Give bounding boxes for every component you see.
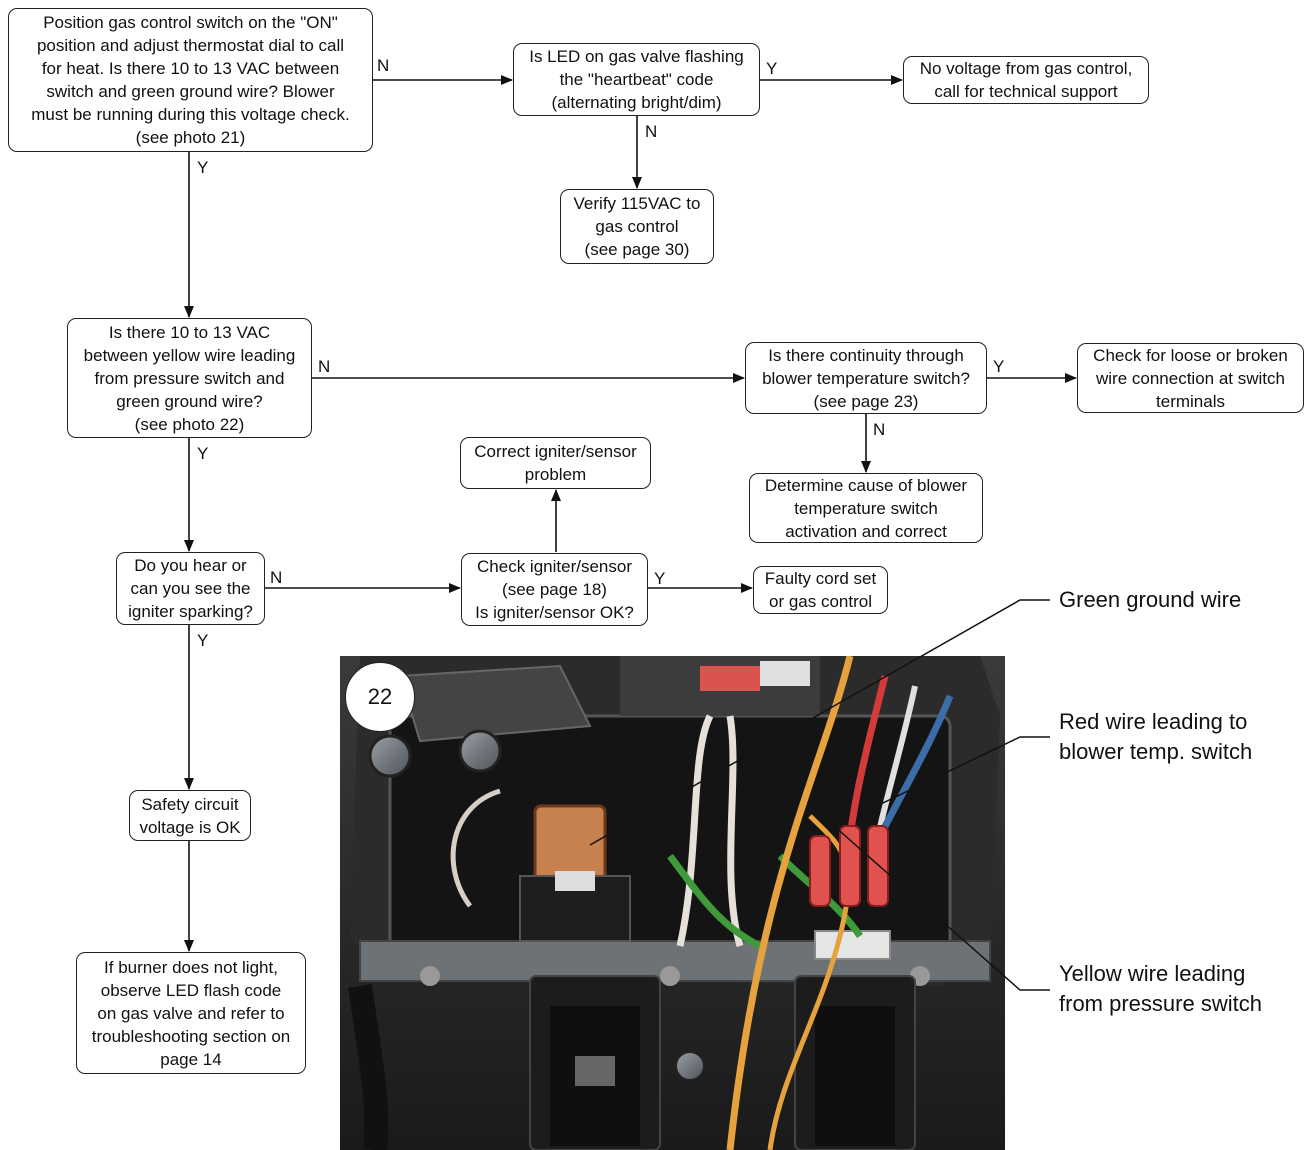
box-burner-not-light: If burner does not light, observe LED fl… — [76, 952, 306, 1074]
label-y-yellow: Y — [197, 444, 209, 463]
box-led-flashing-text: Is LED on gas valve flashing the "heartb… — [529, 47, 744, 112]
label-y-gas-switch: Y — [197, 158, 209, 177]
box-determine-cause-text: Determine cause of blower temperature sw… — [764, 475, 968, 541]
box-correct-igniter-text: Correct igniter/sensor problem — [474, 442, 637, 484]
leader-red-wire — [857, 736, 1050, 816]
box-gas-switch-text: Position gas control switch on the "ON" … — [31, 13, 350, 147]
box-yellow-wire-check: Is there 10 to 13 VAC between yellow wir… — [67, 318, 312, 438]
label-n-hear: N — [270, 568, 283, 587]
leader-green-ground — [589, 599, 1050, 846]
box-no-voltage-text: No voltage from gas control, call for te… — [919, 59, 1133, 101]
box-led-flashing: Is LED on gas valve flashing the "heartb… — [513, 43, 760, 116]
box-faulty-cord: Faulty cord set or gas control — [753, 566, 888, 614]
box-continuity-check: Is there continuity through blower tempe… — [745, 342, 987, 414]
label-n-continuity: N — [873, 420, 886, 439]
callout-red-wire: Red wire leading to blower temp. switch — [1059, 709, 1253, 764]
callout-green-ground-wire: Green ground wire — [1059, 587, 1242, 612]
box-faulty-cord-text: Faulty cord set or gas control — [764, 569, 877, 611]
photo-number-badge: 22 — [345, 662, 415, 732]
box-no-voltage: No voltage from gas control, call for te… — [903, 56, 1149, 104]
box-correct-igniter: Correct igniter/sensor problem — [460, 437, 651, 489]
box-check-igniter-text: Check igniter/sensor (see page 18) Is ig… — [475, 557, 634, 622]
label-y-led: Y — [766, 59, 778, 78]
box-loose-wire: Check for loose or broken wire connectio… — [1077, 343, 1304, 413]
label-n-yellow: N — [318, 357, 331, 376]
box-loose-wire-text: Check for loose or broken wire connectio… — [1093, 345, 1288, 411]
box-determine-cause: Determine cause of blower temperature sw… — [749, 473, 983, 543]
leader-yellow-wire — [824, 817, 1050, 991]
label-y-hear: Y — [197, 631, 209, 650]
callout-yellow-wire: Yellow wire leading from pressure switch — [1059, 961, 1262, 1016]
box-check-igniter: Check igniter/sensor (see page 18) Is ig… — [461, 553, 648, 626]
label-y-continuity: Y — [993, 357, 1005, 376]
photo-22-wiring — [340, 656, 1005, 1150]
box-hear-sparking: Do you hear or can you see the igniter s… — [116, 552, 265, 625]
label-y-check: Y — [654, 569, 666, 588]
box-yellow-wire-text: Is there 10 to 13 VAC between yellow wir… — [83, 322, 296, 434]
box-burner-text: If burner does not light, observe LED fl… — [91, 957, 291, 1069]
box-safety-ok: Safety circuit voltage is OK — [129, 790, 251, 841]
box-hear-sparking-text: Do you hear or can you see the igniter s… — [128, 556, 253, 621]
box-continuity-text: Is there continuity through blower tempe… — [762, 345, 970, 411]
label-n-led: N — [645, 122, 658, 141]
box-verify-115vac-text: Verify 115VAC to gas control (see page 3… — [573, 194, 701, 259]
label-n-gas-switch: N — [377, 56, 390, 75]
box-verify-115vac: Verify 115VAC to gas control (see page 3… — [560, 189, 714, 264]
box-safety-ok-text: Safety circuit voltage is OK — [139, 794, 241, 837]
box-gas-switch-check: Position gas control switch on the "ON" … — [8, 8, 373, 152]
